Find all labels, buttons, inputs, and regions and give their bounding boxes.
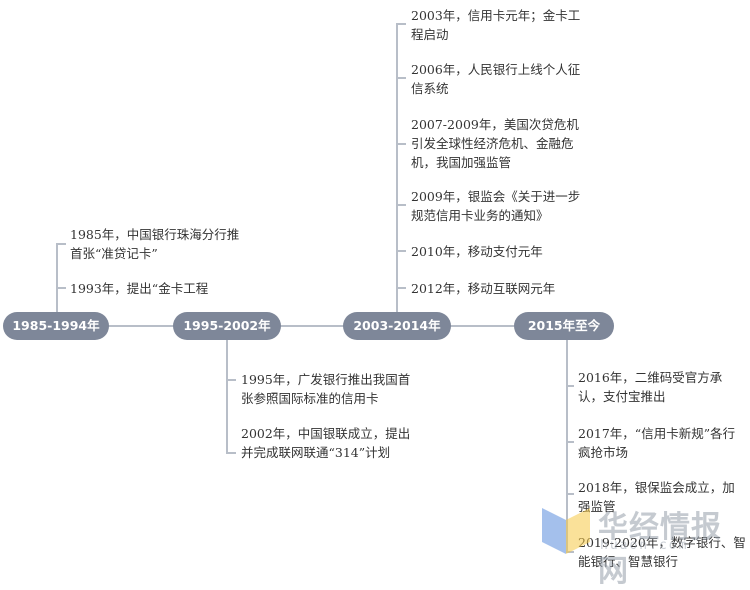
period-node-1985-1994: 1985-1994年: [3, 312, 109, 340]
period-node-2003-2014: 2003-2014年: [343, 312, 451, 340]
event-1985: 1985年，中国银行珠海分行推首张“准贷记卡”: [70, 227, 240, 261]
event-2002: 2002年，中国银联成立，提出并完成联网联通“314”计划: [241, 426, 411, 460]
watermark-name: 华经情报网: [598, 510, 722, 589]
event-1993: 1993年，提出“金卡工程: [70, 281, 209, 296]
event-2019-2020: 2019-2020年，数字银行、智能银行、智慧银行: [578, 535, 746, 569]
event-2010: 2010年，移动支付元年: [411, 244, 543, 259]
event-2016: 2016年，二维码受官方承认，支付宝推出: [578, 370, 723, 404]
event-2009: 2009年，银监会《关于进一步规范信用卡业务的通知》: [411, 189, 581, 223]
event-2006: 2006年，人民银行上线个人征信系统: [411, 62, 581, 96]
period-node-1995-2002: 1995-2002年: [173, 312, 281, 340]
event-2012: 2012年，移动互联网元年: [411, 281, 556, 296]
event-2017: 2017年，“信用卡新规”各行疯抢市场: [578, 426, 736, 460]
period-node-2015-now: 2015年至今: [514, 312, 614, 340]
event-2007-2009: 2007-2009年，美国次贷危机引发全球性经济危机、金融危机，我国加强监管: [411, 117, 579, 170]
event-2003: 2003年，信用卡元年；金卡工程启动: [411, 8, 581, 42]
watermark-logo-icon: [542, 508, 590, 554]
watermark: 华经情报网 huaon.com: [538, 500, 748, 589]
watermark-url: huaon.com: [600, 538, 689, 553]
event-1995: 1995年，广发银行推出我国首张参照国际标准的信用卡: [241, 372, 411, 406]
